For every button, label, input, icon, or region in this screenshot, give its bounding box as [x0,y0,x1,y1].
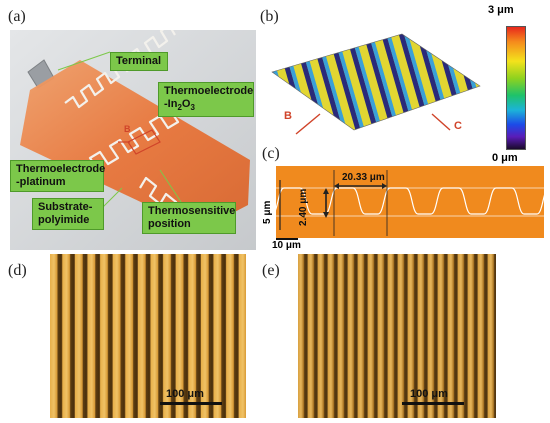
label-terminal: Terminal [110,52,168,71]
ridge-band [272,34,296,130]
y-scale-label: 5 μm [262,200,273,224]
platinum-line2: -platinum [16,176,66,188]
label-thermosensitive: Thermosensitive position [142,202,236,234]
panel-d-letter: (d) [8,262,27,279]
arrow-b [295,113,321,135]
panel-e-letter: (e) [262,262,280,279]
marker-b-a: B [124,124,131,134]
surface-3d-render [271,33,481,135]
label-substrate: Substrate- polyimide [32,198,104,230]
thermosensitive-line2: position [148,218,191,230]
x-scalebar [276,238,298,240]
label-thermoelectrode-platinum: Thermoelectrode -platinum [10,160,106,192]
panel-b-letter: (b) [260,8,279,25]
scalebar-e [402,402,464,405]
marker-b-3d: B [284,110,292,122]
scalebar-d-label: 100 μm [166,388,204,400]
ridge-band [272,34,284,130]
arrow-c [431,113,451,131]
in2o3-line2: -In2O3 [164,98,195,113]
height-label: 2.40 μm [298,188,309,226]
thermosensitive-line1: Thermosensitive [148,205,236,217]
ridge-stripes [272,34,480,130]
profile-curve [276,187,544,215]
scalebar-e-label: 100 μm [410,388,448,400]
profile-plot [276,170,544,236]
marker-c-3d: C [454,120,462,132]
substrate-line2: polyimide [38,214,90,226]
label-thermoelectrode-in2o3: Thermoelectrode -In2O3 [158,82,254,118]
panel-c-letter: (c) [262,145,280,162]
panel-c-profile: 20.33 μm 2.40 μm [276,166,544,238]
width-label: 20.33 μm [342,172,385,183]
colorbar-min-label: 0 μm [492,152,518,164]
x-scale-label: 10 μm [272,240,301,251]
ridge-band [272,34,280,130]
colorbar [506,26,526,150]
panel-a-letter: (a) [8,8,26,25]
ridge-band [272,34,291,130]
in2o3-line1: Thermoelectrode [164,85,254,97]
platinum-line1: Thermoelectrode [16,163,106,175]
panel-d-micrograph: 100 μm [50,254,246,418]
substrate-line1: Substrate- [38,201,93,213]
panel-b-3d-profile: B C [262,26,482,146]
panel-e-micrograph: 100 μm [298,254,496,418]
scalebar-d [160,402,222,405]
colorbar-max-label: 3 μm [488,4,514,16]
